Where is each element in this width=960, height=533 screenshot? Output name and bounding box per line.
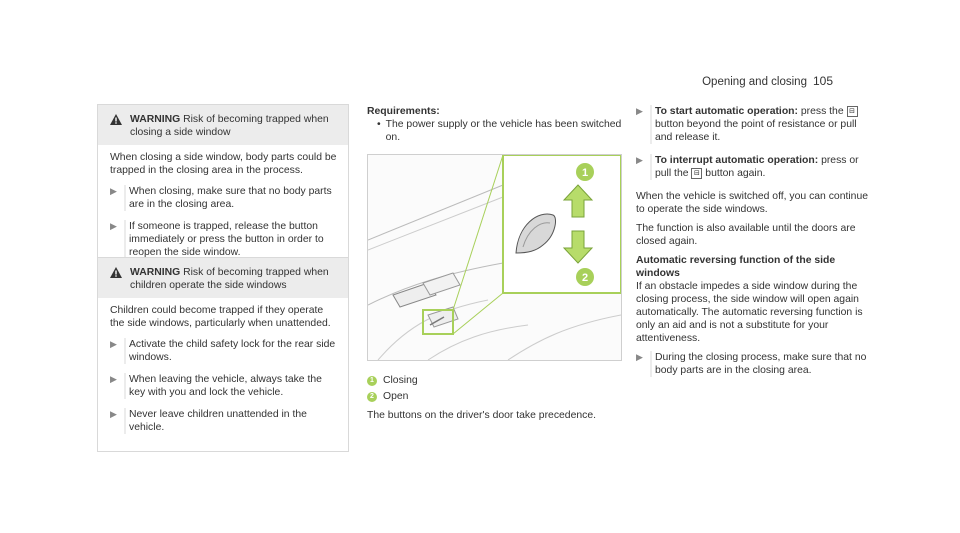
step-arrow-icon: ▶ — [636, 106, 643, 116]
list-item: ▶ During the closing process, make sure … — [636, 351, 876, 377]
warning-header: WARNING Risk of becoming trapped when cl… — [98, 105, 348, 145]
door-panel-drawing: 1 2 — [368, 155, 621, 360]
step-arrow-icon: ▶ — [110, 186, 117, 196]
warning-box-trapped-closing: WARNING Risk of becoming trapped when cl… — [97, 104, 349, 277]
paragraph: If an obstacle impedes a side window dur… — [636, 281, 863, 344]
paragraph: When the vehicle is switched off, you ca… — [636, 191, 868, 215]
warning-body: Children could become trapped if they op… — [110, 305, 331, 329]
window-switch-icon: ⊟ — [846, 105, 858, 117]
step-arrow-icon: ▶ — [110, 339, 117, 349]
list-item: ▶ To start automatic operation: press th… — [636, 105, 876, 144]
legend-number: 2 — [367, 392, 377, 402]
callout-1-label: 1 — [582, 167, 588, 179]
warning-header: WARNING Risk of becoming trapped when ch… — [98, 258, 348, 298]
section-title: Opening and closing — [702, 76, 807, 88]
list-item: 1 Closing — [367, 373, 418, 389]
list-item: ▶ To interrupt automatic operation: pres… — [636, 154, 876, 180]
warning-label: WARNING — [130, 114, 181, 125]
requirements-section: Requirements: • The power supply or the … — [367, 105, 622, 144]
list-item: ▶ When leaving the vehicle, always take … — [110, 373, 340, 399]
warning-triangle-icon — [110, 267, 122, 278]
step-arrow-icon: ▶ — [110, 409, 117, 419]
warning-title: Risk of becoming trapped when closing a … — [130, 114, 329, 138]
callout-1-marker — [576, 163, 594, 181]
warning-box-children: WARNING Risk of becoming trapped when ch… — [97, 257, 349, 452]
callout-2-marker — [576, 268, 594, 286]
window-switch-illustration: 1 2 — [367, 154, 622, 361]
warning-body: When closing a side window, body parts c… — [110, 152, 337, 176]
step-arrow-icon: ▶ — [636, 155, 643, 165]
legend-number: 1 — [367, 376, 377, 386]
list-item: • The power supply or the vehicle has be… — [377, 119, 622, 143]
list-item: ▶ If someone is trapped, release the but… — [110, 220, 340, 259]
warning-label: WARNING — [130, 267, 181, 278]
list-item: ▶ When closing, make sure that no body p… — [110, 185, 340, 211]
page-header: Opening and closing 105 — [702, 74, 833, 88]
figure-legend: 1 Closing 2 Open — [367, 373, 418, 405]
step-arrow-icon: ▶ — [636, 352, 643, 362]
warning-title: Risk of becoming trapped when children o… — [130, 267, 329, 291]
list-item: ▶ Activate the child safety lock for the… — [110, 338, 340, 364]
callout-2-label: 2 — [582, 272, 588, 284]
list-item: 2 Open — [367, 389, 418, 405]
step-arrow-icon: ▶ — [110, 374, 117, 384]
automatic-operation-section: ▶ To start automatic operation: press th… — [636, 105, 876, 387]
step-arrow-icon: ▶ — [110, 221, 117, 231]
window-switch-icon: ⊟ — [691, 167, 703, 179]
list-item: ▶ Never leave children unattended in the… — [110, 408, 340, 434]
warning-triangle-icon — [110, 114, 122, 125]
paragraph: The function is also available until the… — [636, 223, 856, 247]
page-number: 105 — [812, 74, 833, 88]
requirements-heading: Requirements: — [367, 106, 440, 117]
subheading: Automatic reversing function of the side… — [636, 255, 836, 279]
precedence-note: The buttons on the driver's door take pr… — [367, 410, 596, 421]
